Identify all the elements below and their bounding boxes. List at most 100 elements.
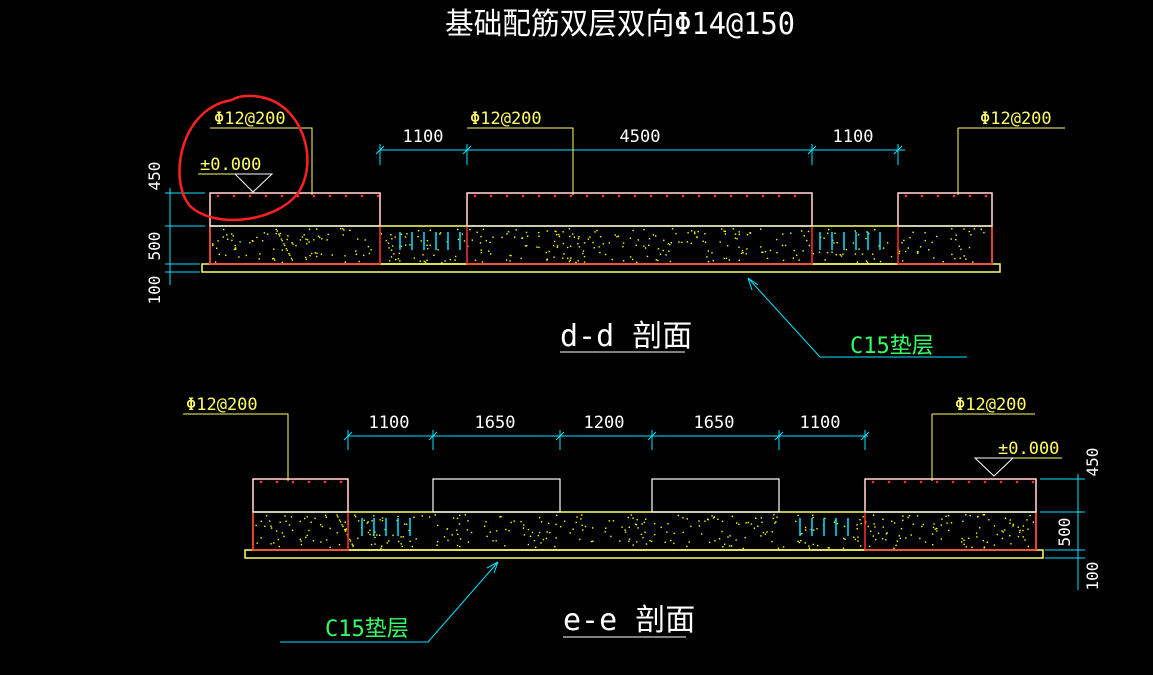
concrete-speckle [556,234,558,236]
concrete-speckle [270,527,273,529]
concrete-speckle [741,250,744,252]
concrete-speckle [538,231,540,234]
concrete-speckle [682,517,684,519]
concrete-speckle [327,233,329,236]
concrete-speckle [583,261,586,263]
concrete-speckle [933,523,935,525]
concrete-speckle [673,542,675,545]
concrete-speckle [762,251,764,254]
concrete-speckle [576,516,578,518]
concrete-speckle [222,236,224,238]
concrete-speckle [702,240,704,242]
dd-dim-100: 100 [145,276,164,305]
concrete-speckle [636,261,638,264]
concrete-speckle [235,248,237,250]
concrete-speckle [305,536,307,539]
concrete-speckle [659,253,662,255]
concrete-speckle [766,257,769,260]
concrete-speckle [881,538,884,540]
concrete-speckle [217,240,219,242]
concrete-speckle [364,239,366,241]
concrete-speckle [275,530,278,532]
concrete-speckle [827,232,829,234]
concrete-speckle [426,240,429,242]
concrete-speckle [798,541,800,544]
concrete-speckle [686,518,688,520]
concrete-speckle [339,521,342,523]
concrete-speckle [604,253,607,256]
ee-cushion-layer [244,549,1044,559]
dd-beam-right-top [897,192,993,227]
concrete-speckle [400,233,403,236]
concrete-speckle [558,235,561,238]
concrete-speckle [385,239,388,242]
concrete-speckle [278,233,280,235]
concrete-speckle [967,537,970,539]
concrete-speckle [285,520,287,522]
concrete-speckle [428,516,431,518]
concrete-speckle [1009,522,1011,524]
ee-dim-vertical [1040,474,1085,590]
ee-dim-1650-right: 1650 [694,413,735,433]
concrete-speckle [381,520,384,522]
concrete-speckle [400,543,402,545]
concrete-speckle [599,236,602,238]
concrete-speckle [319,236,321,239]
concrete-speckle [604,531,606,533]
concrete-speckle [654,522,656,525]
concrete-speckle [476,231,478,233]
concrete-speckle [670,242,672,244]
concrete-speckle [320,541,322,543]
concrete-speckle [569,532,571,534]
concrete-speckle [761,251,763,253]
concrete-speckle [413,257,415,259]
concrete-speckle [367,521,369,523]
concrete-speckle [646,255,649,258]
concrete-speckle [852,242,855,244]
concrete-speckle [548,250,550,253]
concrete-speckle [569,235,571,238]
concrete-speckle [578,236,580,238]
concrete-speckle [893,547,895,549]
concrete-speckle [644,531,646,533]
concrete-speckle [736,522,738,524]
rebar-dot [312,194,316,198]
ee-dim-horizontal [343,430,870,450]
ee-rebar-leaders [183,413,1035,481]
concrete-speckle [945,515,947,517]
rebar-dot [280,194,284,198]
concrete-speckle [664,541,666,543]
concrete-speckle [314,517,316,520]
concrete-speckle [969,515,971,517]
concrete-speckle [264,525,266,527]
concrete-speckle [553,244,555,247]
concrete-speckle [808,547,811,549]
concrete-speckle [832,239,834,241]
concrete-speckle [370,543,373,546]
concrete-speckle [803,235,805,237]
concrete-speckle [632,517,634,519]
concrete-speckle [568,260,571,263]
concrete-speckle [344,529,346,531]
concrete-speckle [520,520,522,523]
concrete-speckle [291,242,293,244]
dd-dim-4500: 4500 [620,127,661,147]
concrete-speckle [649,539,651,542]
concrete-speckle [795,520,797,523]
concrete-speckle [379,519,381,521]
concrete-speckle [283,243,285,245]
concrete-speckle [738,246,740,248]
concrete-speckle [349,538,351,541]
concrete-speckle [824,259,826,261]
concrete-speckle [379,534,381,536]
concrete-speckle [936,235,938,238]
concrete-speckle [833,242,835,244]
concrete-speckle [968,246,971,249]
concrete-speckle [456,517,459,520]
concrete-speckle [643,521,646,523]
concrete-speckle [406,233,408,235]
concrete-speckle [555,230,557,233]
concrete-speckle [411,545,414,548]
concrete-speckle [413,516,415,518]
concrete-speckle [812,514,814,516]
